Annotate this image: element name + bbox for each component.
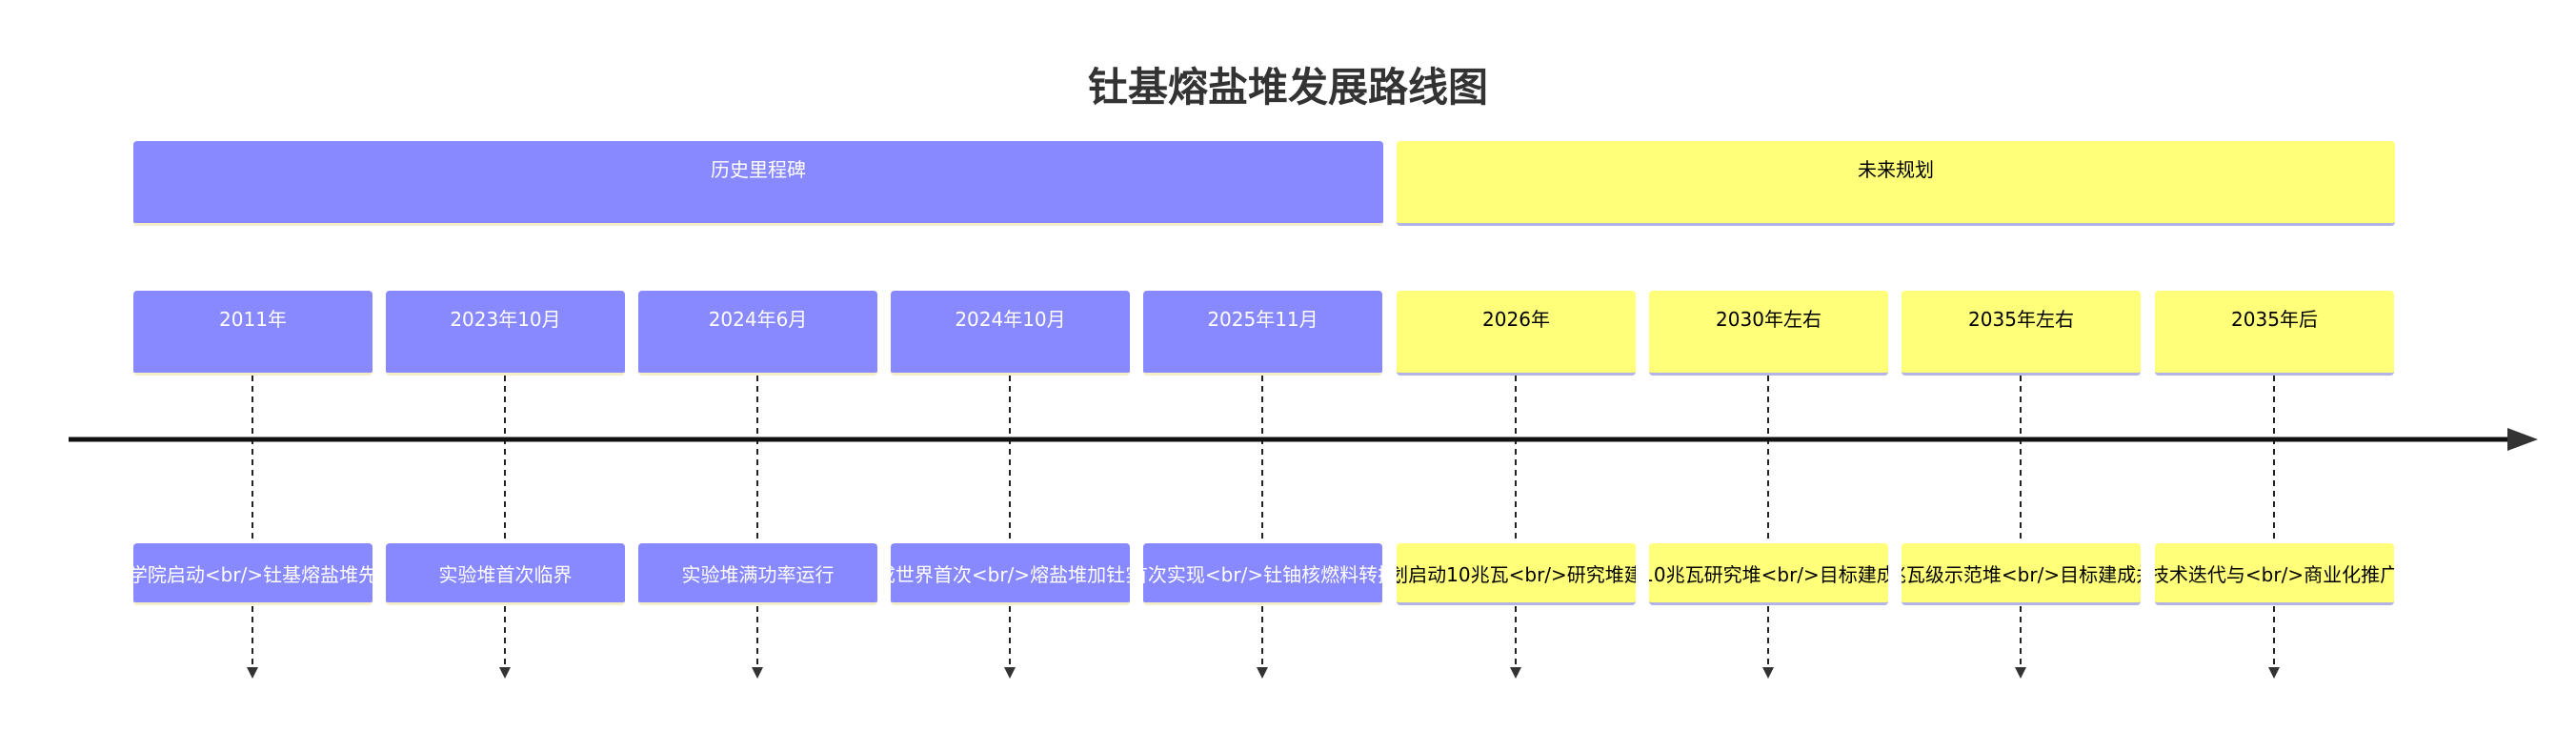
connector-arrowhead [499, 667, 511, 679]
event-box: 首次实现<br/>钍铀核燃料转换 [1143, 543, 1382, 605]
period-label: 2030年左右 [1716, 308, 1821, 331]
period-2024-10: 2024年10月 [891, 291, 1130, 376]
period-label: 2011年 [219, 308, 287, 331]
period-label: 2025年11月 [1207, 308, 1318, 331]
event-label: 完成世界首次<br/>熔盐堆加钍实验 [891, 562, 1130, 586]
event-label: 中国科学院启动<br/>钍基熔盐堆先导专项 [133, 562, 372, 586]
period-label: 2024年6月 [708, 308, 808, 331]
event-box: 实验堆首次临界 [386, 543, 625, 605]
section-future-label: 未来规划 [1858, 158, 1934, 181]
event-box: 百兆瓦级示范堆<br/>目标建成并网 [1902, 543, 2141, 605]
section-history: 历史里程碑 [133, 141, 1383, 226]
connector-arrowhead [2015, 667, 2026, 679]
connector-arrowhead [247, 667, 258, 679]
event-box: 完成世界首次<br/>熔盐堆加钍实验 [891, 543, 1130, 605]
period-label: 2026年 [1482, 308, 1550, 331]
event-box: 计划启动10兆瓦<br/>研究堆建设 [1397, 543, 1636, 605]
period-2011: 2011年 [133, 291, 372, 376]
period-label: 2035年左右 [1968, 308, 2074, 331]
period-label: 2035年后 [2231, 308, 2318, 331]
event-label: 计划启动10兆瓦<br/>研究堆建设 [1397, 562, 1636, 586]
period-label: 2023年10月 [450, 308, 561, 331]
connector-arrowhead [1004, 667, 1016, 679]
section-history-label: 历史里程碑 [711, 158, 806, 181]
period-2035: 2035年左右 [1902, 291, 2141, 376]
period-2023-10: 2023年10月 [386, 291, 625, 376]
connector-arrowhead [1257, 667, 1268, 679]
period-2030: 2030年左右 [1649, 291, 1888, 376]
connector-arrowhead [2268, 667, 2280, 679]
period-after-2035: 2035年后 [2155, 291, 2394, 376]
period-2026: 2026年 [1397, 291, 1636, 376]
event-box: 10兆瓦研究堆<br/>目标建成 [1649, 543, 1888, 605]
event-box: 中国科学院启动<br/>钍基熔盐堆先导专项 [133, 543, 372, 605]
section-future: 未来规划 [1397, 141, 2395, 226]
event-label: 技术迭代与<br/>商业化推广 [2155, 562, 2394, 586]
connector-arrowhead [1762, 667, 1774, 679]
connector-arrowhead [1510, 667, 1521, 679]
event-label: 百兆瓦级示范堆<br/>目标建成并网 [1902, 562, 2141, 586]
event-box: 实验堆满功率运行 [638, 543, 877, 605]
event-label: 实验堆满功率运行 [681, 562, 835, 586]
period-2024-06: 2024年6月 [638, 291, 877, 376]
event-label: 实验堆首次临界 [438, 562, 573, 586]
diagram-title: 钍基熔盐堆发展路线图 [1087, 64, 1488, 111]
timeline-arrowhead [2507, 428, 2538, 451]
connector-arrowhead [752, 667, 763, 679]
event-label: 首次实现<br/>钍铀核燃料转换 [1143, 562, 1382, 586]
period-2025-11: 2025年11月 [1143, 291, 1382, 376]
event-label: 10兆瓦研究堆<br/>目标建成 [1649, 562, 1888, 586]
period-label: 2024年10月 [955, 308, 1066, 331]
event-box: 技术迭代与<br/>商业化推广 [2155, 543, 2394, 605]
